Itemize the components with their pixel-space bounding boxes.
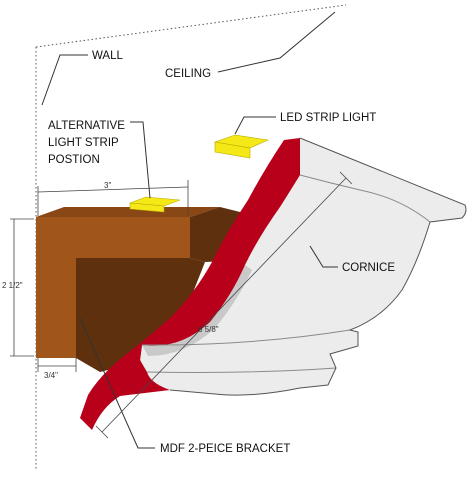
width-dimension-label: 3": [104, 181, 111, 190]
cornice-moulding: [80, 137, 467, 430]
length-dim-tick-top: [339, 171, 353, 185]
alt-strip-front: [129, 202, 165, 213]
cornice-cut-edge: [80, 138, 300, 430]
cornice-outline: [169, 137, 467, 396]
bracket-leader: [79, 317, 155, 449]
led-strip-front: [214, 141, 251, 159]
ceiling-label: CEILING: [165, 68, 211, 80]
cornice-shadow-band: [142, 265, 252, 356]
alt-light-label-line2: LIGHT STRIP: [48, 137, 119, 149]
leader-lines: [41, 11, 338, 449]
ceiling-reference-line: [35, 4, 347, 48]
bracket-label: MDF 2-PEICE BRACKET: [160, 443, 290, 455]
cornice-bead-line: [146, 367, 337, 373]
length-dimension-label: 6 5/8": [198, 325, 219, 334]
cornice-face: [140, 138, 466, 396]
cornice-profile-line: [299, 174, 431, 223]
alt-light-label-line3: POSTION: [48, 154, 100, 166]
cornice-label: CORNICE: [342, 262, 395, 274]
led-strip-label: LED STRIP LIGHT: [280, 112, 376, 124]
led-strip-light: [213, 134, 270, 159]
height-dimension-label: 2 1/2": [2, 281, 23, 290]
alt-light-label-line1: ALTERNATIVE: [48, 120, 125, 132]
bracket-top-face: [36, 207, 220, 217]
ceiling-leader: [217, 11, 336, 73]
length-dim-line: [101, 177, 347, 433]
cornice-leader: [309, 245, 338, 268]
bracket-inner-shadow: [76, 258, 205, 372]
width-dim-line: [37, 186, 189, 193]
led-leader: [234, 116, 276, 135]
dimension-lines: [10, 171, 353, 439]
alternative-light-strip: [129, 196, 181, 213]
bracket-front-face: [36, 217, 190, 358]
cornice-lower-line: [141, 329, 351, 346]
length-dim-tick-bottom: [95, 425, 109, 439]
wall-label: WALL: [92, 50, 123, 62]
thickness-dimension-label: 3/4": [44, 371, 58, 380]
wall-leader: [41, 54, 88, 106]
alt-light-leader: [130, 121, 151, 199]
